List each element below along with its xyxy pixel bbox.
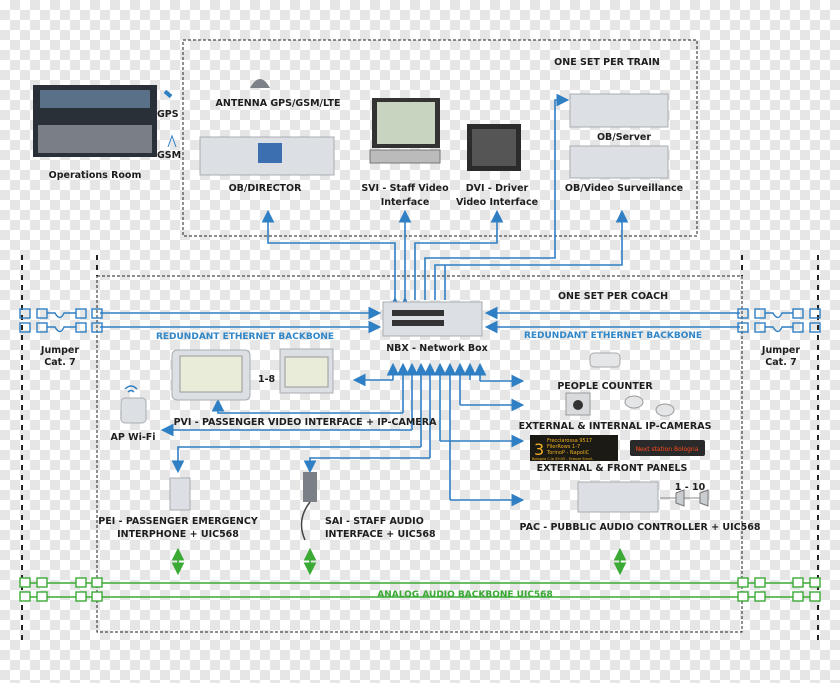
jumper-left-label-2: Cat. 7 bbox=[44, 357, 75, 368]
coach-boundary bbox=[96, 275, 743, 633]
backbone-label-right: REDUNDANT ETHERNET BACKBONE bbox=[524, 331, 702, 341]
jumper-right-label-1: Jumper bbox=[761, 345, 800, 356]
ip-camera-devices bbox=[565, 392, 675, 417]
sai-label-2: INTERFACE + UIC568 bbox=[325, 529, 436, 540]
operations-room-image bbox=[33, 85, 157, 157]
ethernet-backbone bbox=[19, 306, 821, 334]
jumper-right-label-2: Cat. 7 bbox=[765, 357, 796, 368]
analog-backbone-label: ANALOG AUDIO BACKBONE UIC568 bbox=[377, 590, 552, 600]
external-panel-display: Next station Bologna bbox=[630, 440, 705, 456]
gsm-label: GSM bbox=[157, 150, 181, 161]
pac-label: PAC - PUBBLIC AUDIO CONTROLLER + UIC568 bbox=[520, 522, 761, 533]
sai-device bbox=[300, 472, 317, 541]
sai-label-1: SAI - STAFF AUDIO bbox=[325, 516, 424, 527]
people-counter-device bbox=[589, 352, 621, 368]
pei-label-1: PEI - PASSENGER EMERGENCY bbox=[98, 516, 258, 527]
cell-tower-icon bbox=[167, 134, 177, 148]
nbx-downlinks bbox=[160, 362, 525, 507]
people-counter-label: PEOPLE COUNTER bbox=[557, 381, 653, 392]
backbone-label-left: REDUNDANT ETHERNET BACKBONE bbox=[156, 332, 334, 342]
panel-line-2: FilerRows 1-7 bbox=[547, 444, 580, 450]
svi-label-2: Interface bbox=[381, 197, 430, 208]
dvi-label-2: Video Interface bbox=[456, 197, 538, 208]
external-panel-text: Next station Bologna bbox=[636, 446, 699, 453]
speaker-icons bbox=[660, 489, 709, 507]
antenna-label: ANTENNA GPS/GSM/LTE bbox=[216, 98, 341, 109]
ap-wifi-label: AP Wi-Fi bbox=[110, 432, 155, 443]
nbx-device bbox=[382, 301, 483, 337]
panel-line-4: Bologna C.le 09:05 - Firenze SmnA bbox=[532, 457, 593, 461]
wifi-icon bbox=[124, 385, 138, 393]
antenna-icon bbox=[250, 79, 270, 88]
coach-edge-lines bbox=[21, 255, 819, 640]
pvi-device-large bbox=[171, 349, 251, 401]
cameras-label: EXTERNAL & INTERNAL IP-CAMERAS bbox=[519, 421, 712, 432]
train-boundary bbox=[182, 39, 698, 237]
ob-server-device bbox=[569, 93, 669, 128]
dvi-label-1: DVI - Driver bbox=[466, 183, 529, 194]
ob-director-label: OB/DIRECTOR bbox=[229, 183, 303, 194]
pvi-device-small bbox=[279, 348, 334, 394]
speaker-count: 1 - 10 bbox=[675, 482, 706, 493]
svi-device bbox=[369, 98, 441, 164]
operations-room-label: Operations Room bbox=[49, 170, 142, 181]
pei-label-2: INTERPHONE + UIC568 bbox=[117, 529, 239, 540]
ob-director-device bbox=[199, 136, 335, 176]
ob-video-label: OB/Video Surveillance bbox=[565, 183, 683, 194]
ob-video-device bbox=[569, 145, 669, 179]
pac-device bbox=[577, 481, 659, 513]
pvi-count: 1-8 bbox=[258, 374, 276, 385]
panel-line-3: TorinoP - NapoliC bbox=[546, 450, 590, 456]
coach-heading: ONE SET PER COACH bbox=[558, 291, 668, 302]
nbx-uplinks bbox=[261, 93, 629, 310]
pvi-label: PVI - PASSENGER VIDEO INTERFACE + IP-CAM… bbox=[174, 417, 438, 428]
train-heading: ONE SET PER TRAIN bbox=[554, 57, 660, 68]
ob-server-label: OB/Server bbox=[597, 132, 651, 143]
panels-label: EXTERNAL & FRONT PANELS bbox=[537, 463, 688, 474]
panel-number: 3 bbox=[534, 440, 544, 459]
dvi-device bbox=[467, 124, 521, 171]
analog-backbone bbox=[19, 547, 821, 602]
satellite-icon bbox=[163, 89, 173, 99]
pei-device bbox=[169, 477, 191, 511]
panel-line-1: Frecciarossa 9517 bbox=[547, 438, 592, 444]
nbx-label: NBX - Network Box bbox=[386, 343, 488, 354]
svi-label-1: SVI - Staff Video bbox=[361, 183, 449, 194]
front-panel-display: 3 Frecciarossa 9517 FilerRows 1-7 Torino… bbox=[530, 435, 618, 461]
gps-label: GPS bbox=[157, 109, 179, 120]
ap-wifi-device bbox=[120, 397, 147, 424]
jumper-left-label-1: Jumper bbox=[40, 345, 79, 356]
